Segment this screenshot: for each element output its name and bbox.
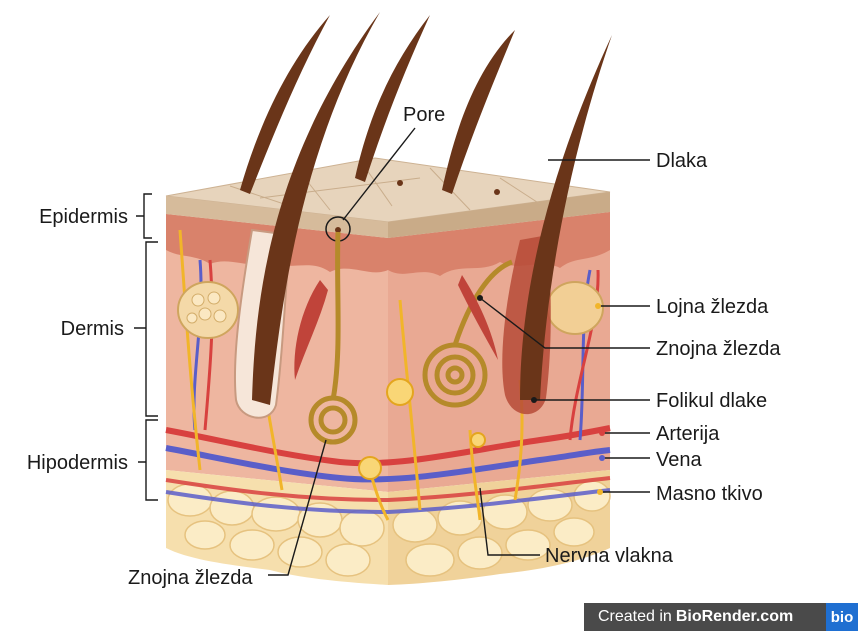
label-lojna-zlezda: Lojna žlezda (656, 296, 769, 318)
label-dlaka: Dlaka (656, 150, 708, 172)
nerve-ending-2 (359, 457, 381, 479)
label-epidermis: Epidermis (39, 206, 128, 228)
label-hipodermis: Hipodermis (27, 452, 128, 474)
sebaceous-gland-left (178, 282, 238, 338)
biorender-logo-icon: bio (826, 603, 858, 631)
label-masno-tkivo: Masno tkivo (656, 483, 763, 505)
label-vena: Vena (656, 449, 702, 471)
nerve-ending-1 (387, 379, 413, 405)
label-dermis: Dermis (61, 318, 124, 340)
label-arterija: Arterija (656, 423, 720, 445)
skin-block (166, 12, 612, 585)
label-folikul-dlake: Folikul dlake (656, 390, 767, 412)
nerve-ending-3 (471, 433, 485, 447)
label-znojna-zlezda-bottom: Znojna žlezda (128, 567, 253, 589)
label-znojna-zlezda-right: Znojna žlezda (656, 338, 781, 360)
watermark-prefix: Created in (598, 608, 672, 625)
sebaceous-gland-right (547, 282, 603, 334)
watermark-brand: BioRender.com (676, 608, 793, 625)
label-pore: Pore (403, 104, 445, 126)
label-nervna-vlakna: Nervna vlakna (545, 545, 674, 567)
